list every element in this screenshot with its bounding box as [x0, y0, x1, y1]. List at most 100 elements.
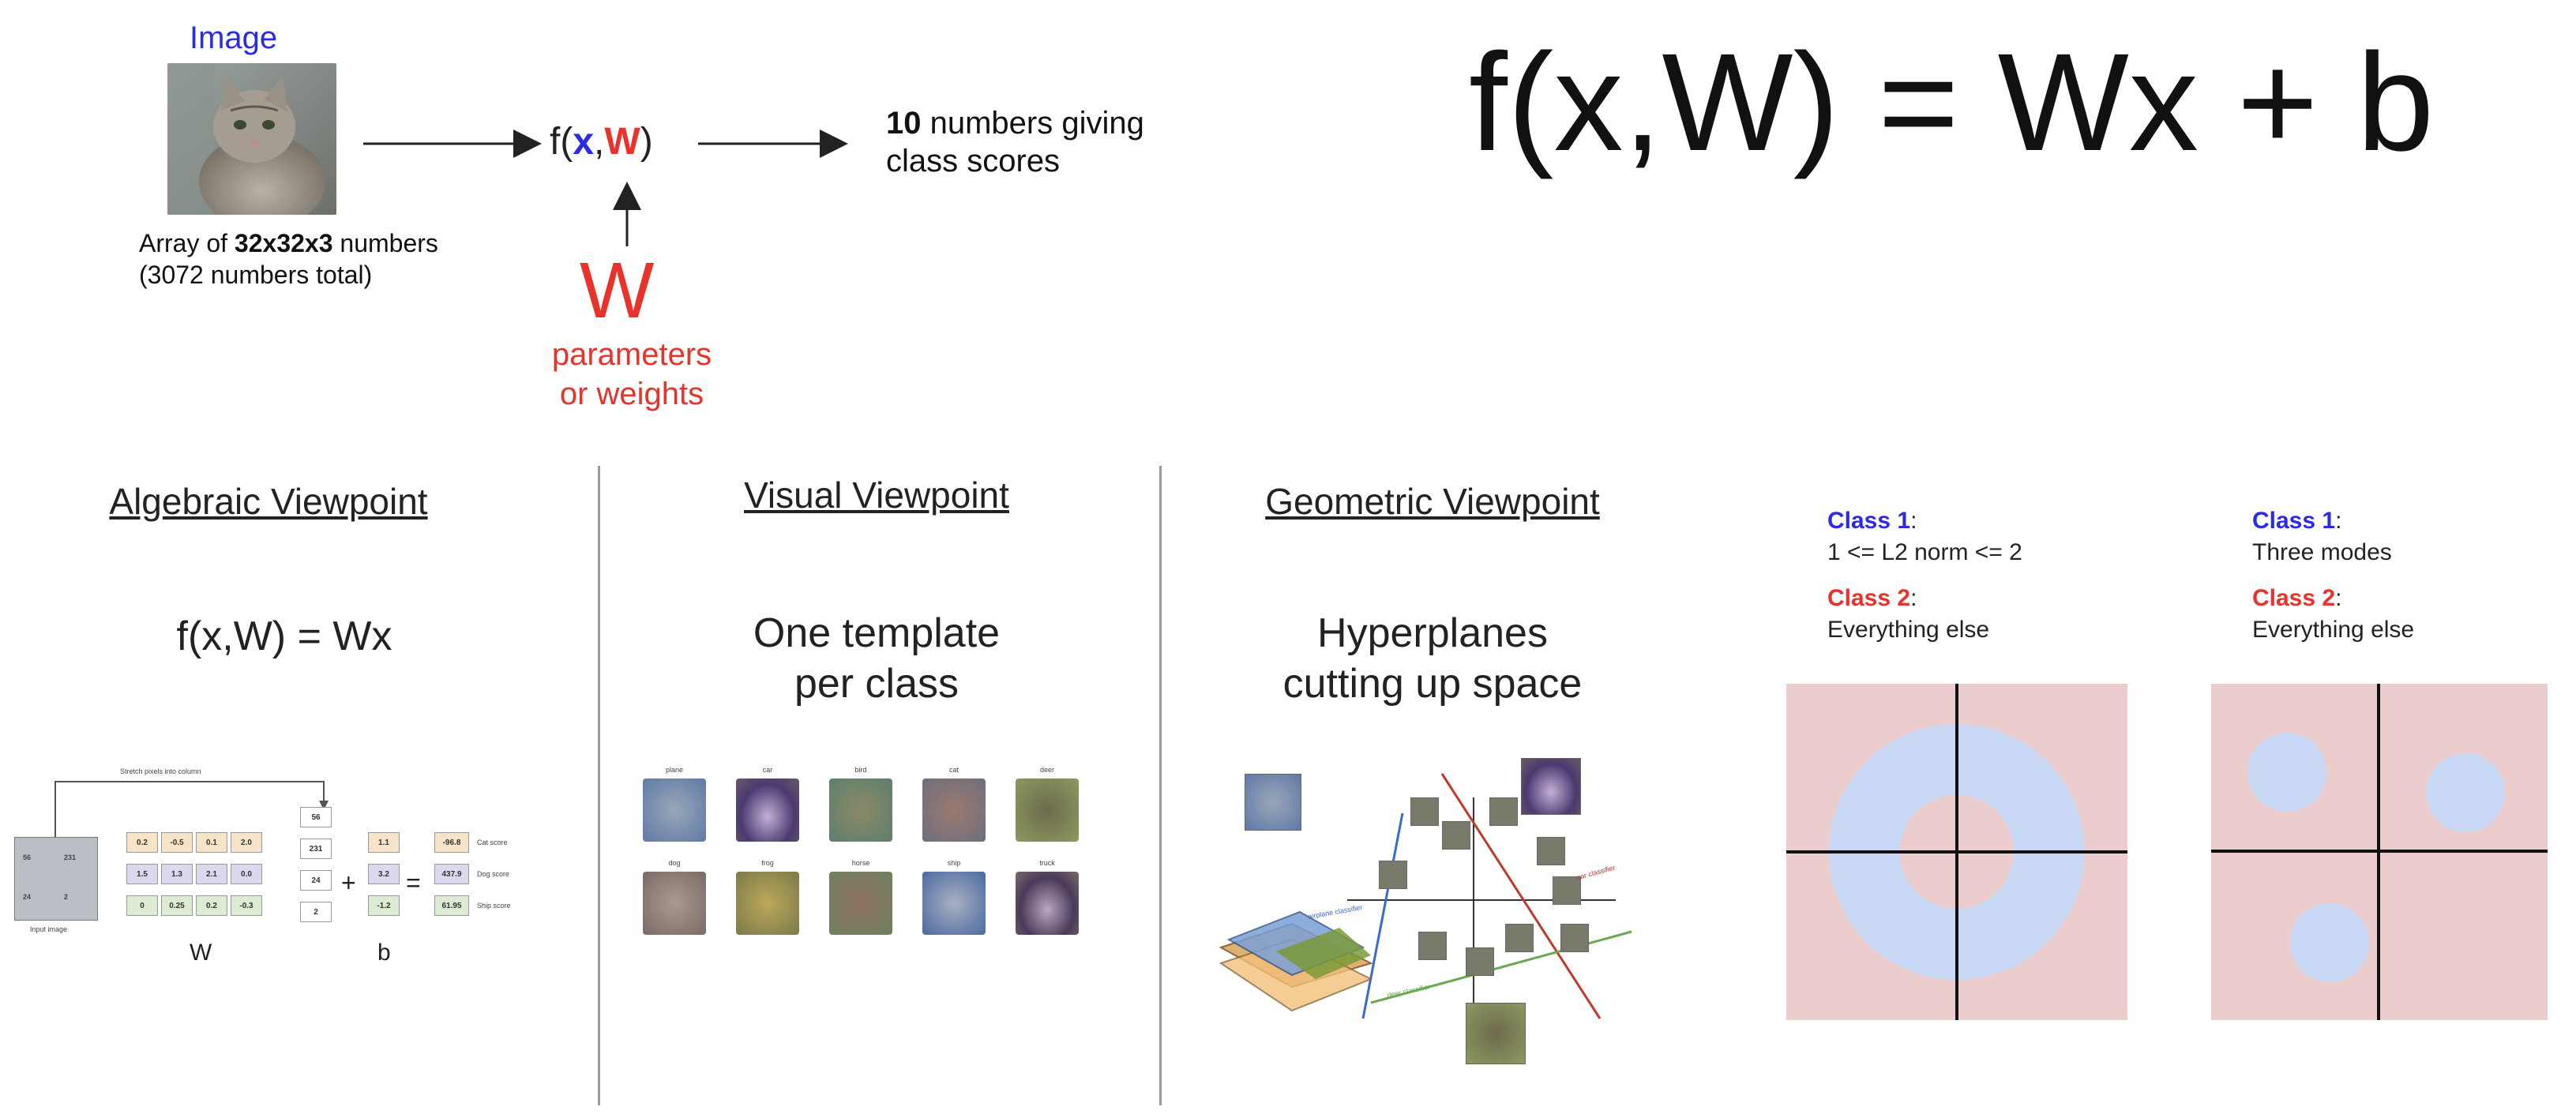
w-cell: -0.3 [231, 895, 262, 916]
func-prefix: f( [550, 121, 573, 163]
input-pixel-1: 56 [23, 854, 32, 861]
panel2-class1-label: Class 1 [2252, 508, 2336, 534]
sample-thumb [1466, 947, 1494, 976]
w-cell: 0.2 [196, 895, 227, 916]
divider-2 [1159, 466, 1162, 1105]
deer-template-thumb [1466, 1003, 1526, 1064]
panel1-colon-1: : [1910, 508, 1917, 534]
bias-cell: 3.2 [368, 864, 400, 884]
hyperplane-figure: airplane classifier car classifier deer … [1205, 750, 1663, 1097]
template-label: frog [761, 859, 774, 867]
scores-count: 10 [886, 106, 922, 141]
weights-symbol: W [580, 246, 655, 335]
score-label: Ship score [477, 902, 511, 910]
array-dims: 32x32x3 [234, 229, 333, 257]
divider-1 [598, 466, 600, 1105]
w-cell: 1.3 [161, 864, 193, 884]
geometric-line-1: Hyperplanes [1317, 610, 1548, 656]
equation: f(x,W) = Wx + b [1469, 25, 2435, 180]
w-cell: 0.1 [196, 832, 227, 853]
panel1-class1-label: Class 1 [1827, 508, 1911, 534]
geometric-subtitle: Hyperplanes cutting up space [1211, 608, 1654, 709]
score-cell: 437.9 [434, 864, 469, 884]
cat-image [167, 63, 336, 215]
template-dog [643, 872, 706, 935]
scores-description: 10 numbers giving class scores [886, 104, 1144, 180]
visual-line-2: per class [794, 661, 959, 707]
template-label: bird [854, 766, 867, 774]
sample-thumb [1418, 932, 1447, 960]
geometric-line-2: cutting up space [1282, 661, 1583, 707]
sample-thumb [1489, 797, 1518, 826]
template-plane [643, 778, 706, 842]
w-cell: 0.0 [231, 864, 262, 884]
image-label: Image [190, 21, 278, 55]
stretch-connector [54, 781, 329, 837]
sample-thumb [1560, 924, 1589, 952]
template-label: horse [851, 859, 870, 867]
template-label: truck [1039, 859, 1055, 867]
sample-thumb [1537, 837, 1565, 865]
sample-thumb [1442, 821, 1470, 850]
panel2-class2-desc: Everything else [2252, 617, 2415, 643]
params-line-1: parameters [551, 337, 712, 372]
bias-cell: -1.2 [368, 895, 400, 916]
input-pixel-3: 24 [23, 893, 32, 901]
template-horse [829, 872, 892, 935]
params-line-2: or weights [559, 377, 704, 411]
w-matrix-label: W [190, 940, 212, 966]
mode-3 [2290, 903, 2369, 982]
panel2-colon-1: : [2335, 508, 2342, 534]
array-total: (3072 numbers total) [139, 261, 373, 289]
template-label: deer [1039, 766, 1054, 774]
template-ship [922, 872, 986, 935]
mode-1 [2247, 733, 2326, 812]
score-column: -96.8 437.9 61.95 Cat score Dog score Sh… [434, 832, 576, 932]
pixel-cell: 56 [300, 807, 332, 827]
bias-label: b [377, 940, 391, 966]
algebraic-formula: f(x,W) = Wx [176, 613, 392, 659]
func-comma: , [594, 121, 605, 163]
template-cat [922, 778, 986, 842]
w-cell: 1.5 [126, 864, 158, 884]
bias-column: 1.1 3.2 -1.2 [368, 832, 400, 932]
panel2-class1-desc: Three modes [2252, 539, 2392, 565]
algebraic-diagram: Stretch pixels into column 56 231 24 2 I… [0, 750, 584, 987]
template-label: ship [947, 859, 961, 867]
score-cell: 61.95 [434, 895, 469, 916]
weights-description: parameters or weights [505, 335, 758, 414]
panel1-colon-2: : [1910, 585, 1917, 611]
template-label: cat [948, 766, 959, 774]
ring-plot [1786, 684, 2127, 1020]
w-cell: -0.5 [161, 832, 193, 853]
stretch-label: Stretch pixels into column [120, 767, 201, 775]
bias-cell: 1.1 [368, 832, 400, 853]
template-bird [829, 778, 892, 842]
input-pixel-4: 2 [64, 893, 69, 901]
template-truck [1016, 872, 1079, 935]
array-description: Array of 32x32x3 numbers (3072 numbers t… [139, 227, 438, 291]
sample-thumb [1379, 861, 1407, 889]
plus-sign: + [341, 869, 356, 897]
template-frog [736, 872, 799, 935]
visual-title: Visual Viewpoint [744, 475, 1009, 516]
function-label: f(x,W) [550, 120, 653, 163]
input-pixel-2: 231 [64, 854, 77, 861]
sample-thumb [1553, 876, 1581, 905]
panel2-colon-2: : [2335, 585, 2342, 611]
w-cell: 2.1 [196, 864, 227, 884]
panel1-caption: Class 1: 1 <= L2 norm <= 2 Class 2: Ever… [1827, 505, 2022, 646]
score-label: Dog score [477, 870, 510, 878]
top-arrows [363, 129, 848, 246]
templates-grid: plane car bird cat deer dog frog horse s… [632, 766, 1106, 971]
mode-2 [2426, 753, 2505, 832]
template-deer [1016, 778, 1079, 842]
algebraic-title: Algebraic Viewpoint [109, 481, 428, 522]
func-x: x [573, 121, 595, 163]
visual-line-1: One template [753, 610, 1001, 656]
sample-thumb [1410, 797, 1439, 826]
panel1-class2-label: Class 2 [1827, 585, 1911, 611]
func-suffix: ) [640, 121, 653, 163]
w-cell: 0.25 [161, 895, 193, 916]
template-car [736, 778, 799, 842]
